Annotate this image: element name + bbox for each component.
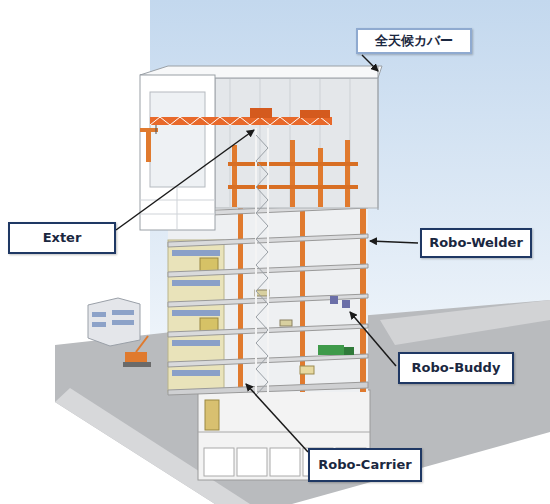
all-weather-cover — [150, 92, 205, 187]
all-weather-cover — [378, 66, 379, 210]
tower-crane — [255, 128, 257, 395]
callout-box: Robo-Carrier — [308, 448, 422, 482]
building-floors — [255, 290, 269, 296]
building-floors — [172, 250, 220, 256]
basement — [205, 400, 219, 430]
neighbour-building — [92, 312, 106, 317]
callout-label: Robo-Welder — [429, 235, 523, 251]
steel-frame — [140, 128, 358, 207]
basement — [237, 448, 267, 476]
neighbour-building — [92, 322, 106, 327]
basement — [270, 448, 300, 476]
leader-line — [116, 130, 254, 230]
callout-label: Exter — [43, 230, 82, 246]
all-weather-cover — [215, 78, 378, 208]
neighbour-building — [112, 320, 134, 325]
steel-frame — [228, 185, 358, 189]
building-floors — [168, 240, 224, 392]
building-floors — [172, 370, 220, 376]
callout-box: 全天候カバー — [356, 28, 472, 54]
site-vehicles — [136, 336, 148, 352]
tower-crane — [156, 125, 157, 134]
tower-crane — [150, 117, 332, 125]
building-floors — [172, 310, 220, 316]
building-floors — [280, 320, 292, 326]
site-vehicles — [123, 362, 151, 367]
steel-frame — [232, 145, 237, 207]
leader-line — [362, 55, 378, 71]
steel-frame — [228, 162, 358, 166]
callout-box: Robo-Welder — [420, 228, 532, 258]
all-weather-cover — [140, 66, 382, 230]
steel-frame — [345, 140, 350, 207]
tower-crane — [150, 117, 330, 125]
site-vehicles — [123, 336, 354, 374]
building-floors — [172, 340, 220, 346]
steel-frame — [318, 148, 323, 207]
steel-frame — [290, 140, 295, 207]
basement — [198, 432, 370, 433]
road — [380, 300, 550, 345]
tower-crane — [150, 108, 332, 395]
tower-crane — [256, 135, 268, 395]
leader-line — [246, 384, 308, 452]
neighbour-building — [88, 298, 140, 346]
leader-line — [370, 241, 418, 243]
leader-line — [350, 312, 396, 366]
steel-frame — [146, 128, 151, 162]
callout-box: Exter — [8, 222, 116, 254]
callout-label: Robo-Buddy — [412, 360, 501, 376]
site-vehicles — [125, 352, 147, 362]
neighbour-building — [88, 298, 140, 346]
building-floors — [342, 300, 350, 308]
tower-crane — [300, 110, 330, 118]
site-vehicles — [318, 345, 344, 355]
tower-crane — [250, 108, 272, 118]
building-floors — [172, 280, 220, 286]
basement — [204, 448, 234, 476]
building-floors — [330, 296, 338, 304]
all-weather-cover — [140, 75, 215, 230]
callout-box: Robo-Buddy — [398, 352, 514, 384]
neighbour-building — [112, 310, 134, 315]
callout-label: Robo-Carrier — [318, 457, 411, 473]
callout-label: 全天候カバー — [375, 33, 453, 49]
all-weather-cover — [177, 187, 178, 230]
site-vehicles — [344, 347, 354, 355]
site-vehicles — [300, 366, 314, 374]
